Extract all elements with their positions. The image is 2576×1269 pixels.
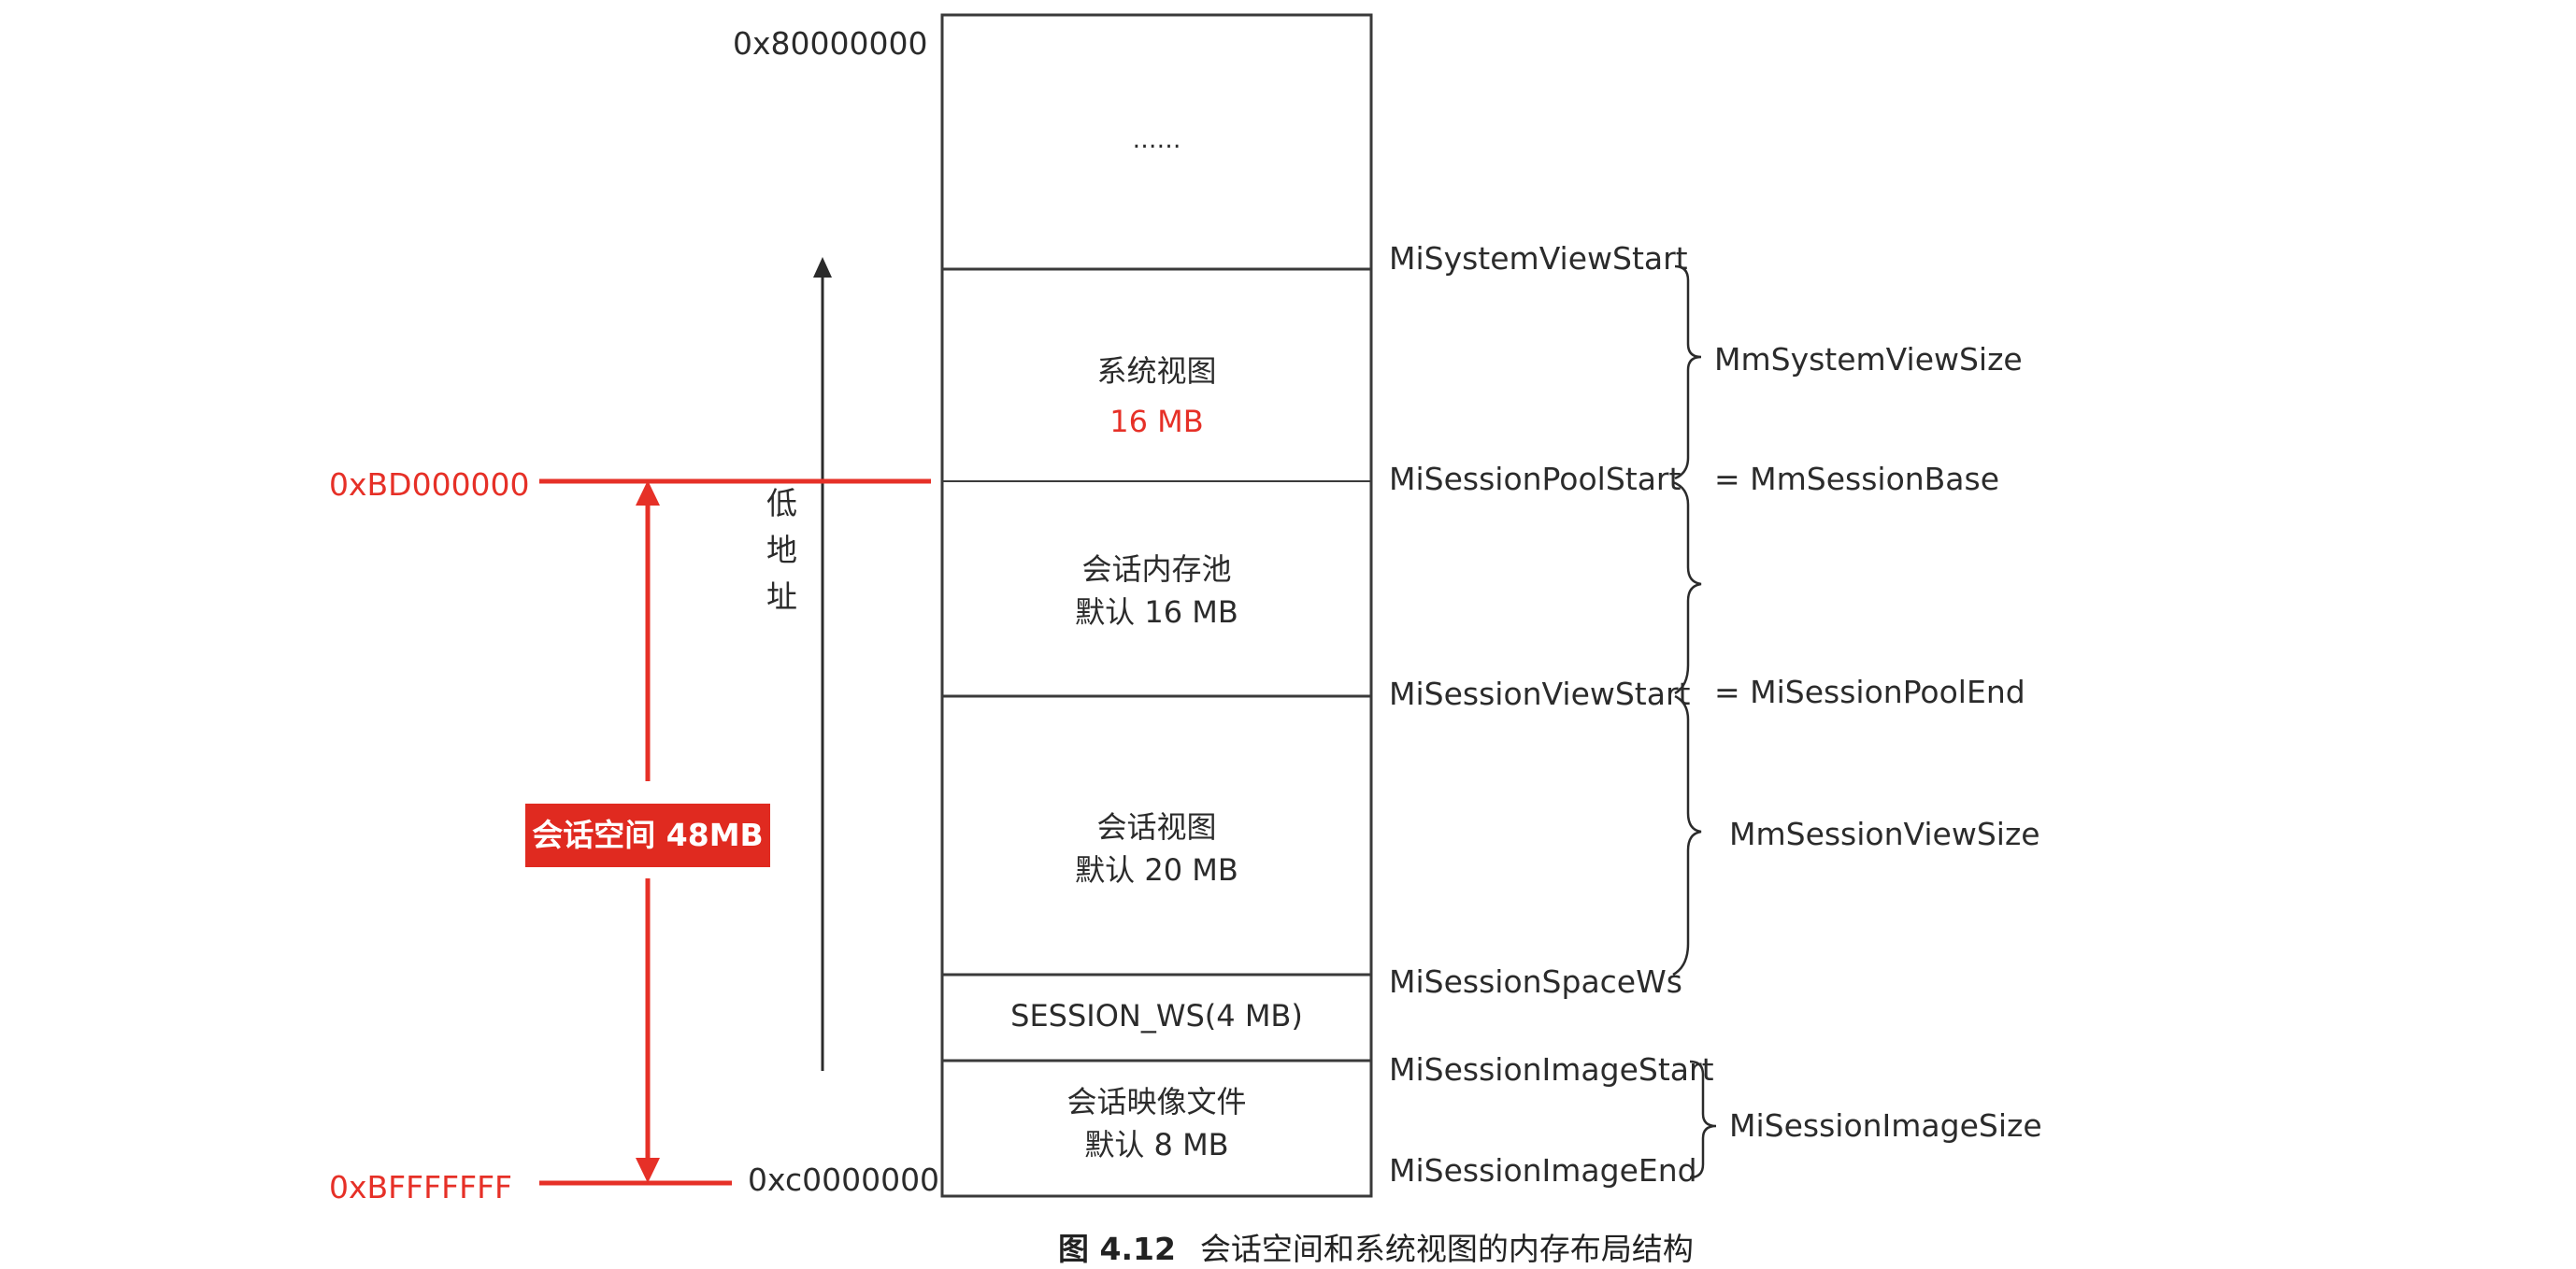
figure-number: 图 4.12 [1058,1231,1176,1267]
session-space-arrowhead-down [636,1158,660,1183]
session-view-size: 默认 20 MB [1075,852,1238,889]
ellipsis: …… [1132,126,1181,154]
session-space-arrowhead-up [636,480,660,506]
label-session-pool-start: MiSessionPoolStart [1389,461,1682,497]
block-session-ws: SESSION_WS(4 MB) [942,994,1371,1037]
label-session-space-ws: MiSessionSpaceWs [1389,963,1682,1000]
brace-session-view-size [1672,694,1702,977]
figure-title: 会话空间和系统视图的内存布局结构 [1199,1231,1694,1267]
brace-system-view-size [1674,264,1702,480]
block-system-view: 系统视图 16 MB [942,349,1371,444]
block-top: …… [942,123,1371,159]
session-pool-size: 默认 16 MB [1075,594,1238,631]
label-system-view-size: MmSystemViewSize [1714,341,2023,378]
label-session-image-end: MiSessionImageEnd [1389,1152,1697,1189]
label-session-image-start: MiSessionImageStart [1389,1051,1714,1088]
address-bd: 0xBD000000 [329,466,530,503]
system-view-title: 系统视图 [1096,353,1217,389]
address-bf: 0xBFFFFFFF [329,1169,513,1205]
label-session-pool-end: = MiSessionPoolEnd [1714,674,2025,710]
figure-caption: 图 4.12 会话空间和系统视图的内存布局结构 [1058,1224,1694,1269]
label-session-image-size: MiSessionImageSize [1729,1107,2042,1144]
brace-session-image-size [1689,1060,1717,1179]
brace-session-pool [1672,480,1702,695]
session-view-title: 会话视图 [1096,809,1217,845]
low-address-char-1: 低 [766,485,797,521]
address-top: 0x80000000 [733,25,928,62]
low-address-arrowhead [813,257,832,278]
label-system-view-start: MiSystemViewStart [1389,240,1688,277]
low-address-char-2: 地 [766,532,797,568]
memory-column [940,13,1373,1198]
block-session-image: 会话映像文件 默认 8 MB [942,1080,1371,1167]
label-session-view-size: MmSessionViewSize [1729,816,2040,852]
session-space-label: 会话空间 48MB [525,804,770,867]
block-session-pool: 会话内存池 默认 16 MB [942,548,1371,634]
block-session-view: 会话视图 默认 20 MB [942,806,1371,892]
session-ws-title: SESSION_WS(4 MB) [1010,998,1303,1034]
session-image-title: 会话映像文件 [1066,1084,1247,1119]
label-session-base: = MmSessionBase [1714,461,2000,497]
session-image-size: 默认 8 MB [1084,1127,1229,1163]
session-pool-title: 会话内存池 [1081,551,1232,587]
label-session-view-start: MiSessionViewStart [1389,676,1691,712]
low-address-char-3: 址 [766,578,797,615]
address-c0: 0xc0000000 [748,1162,940,1198]
system-view-size: 16 MB [1109,404,1204,440]
